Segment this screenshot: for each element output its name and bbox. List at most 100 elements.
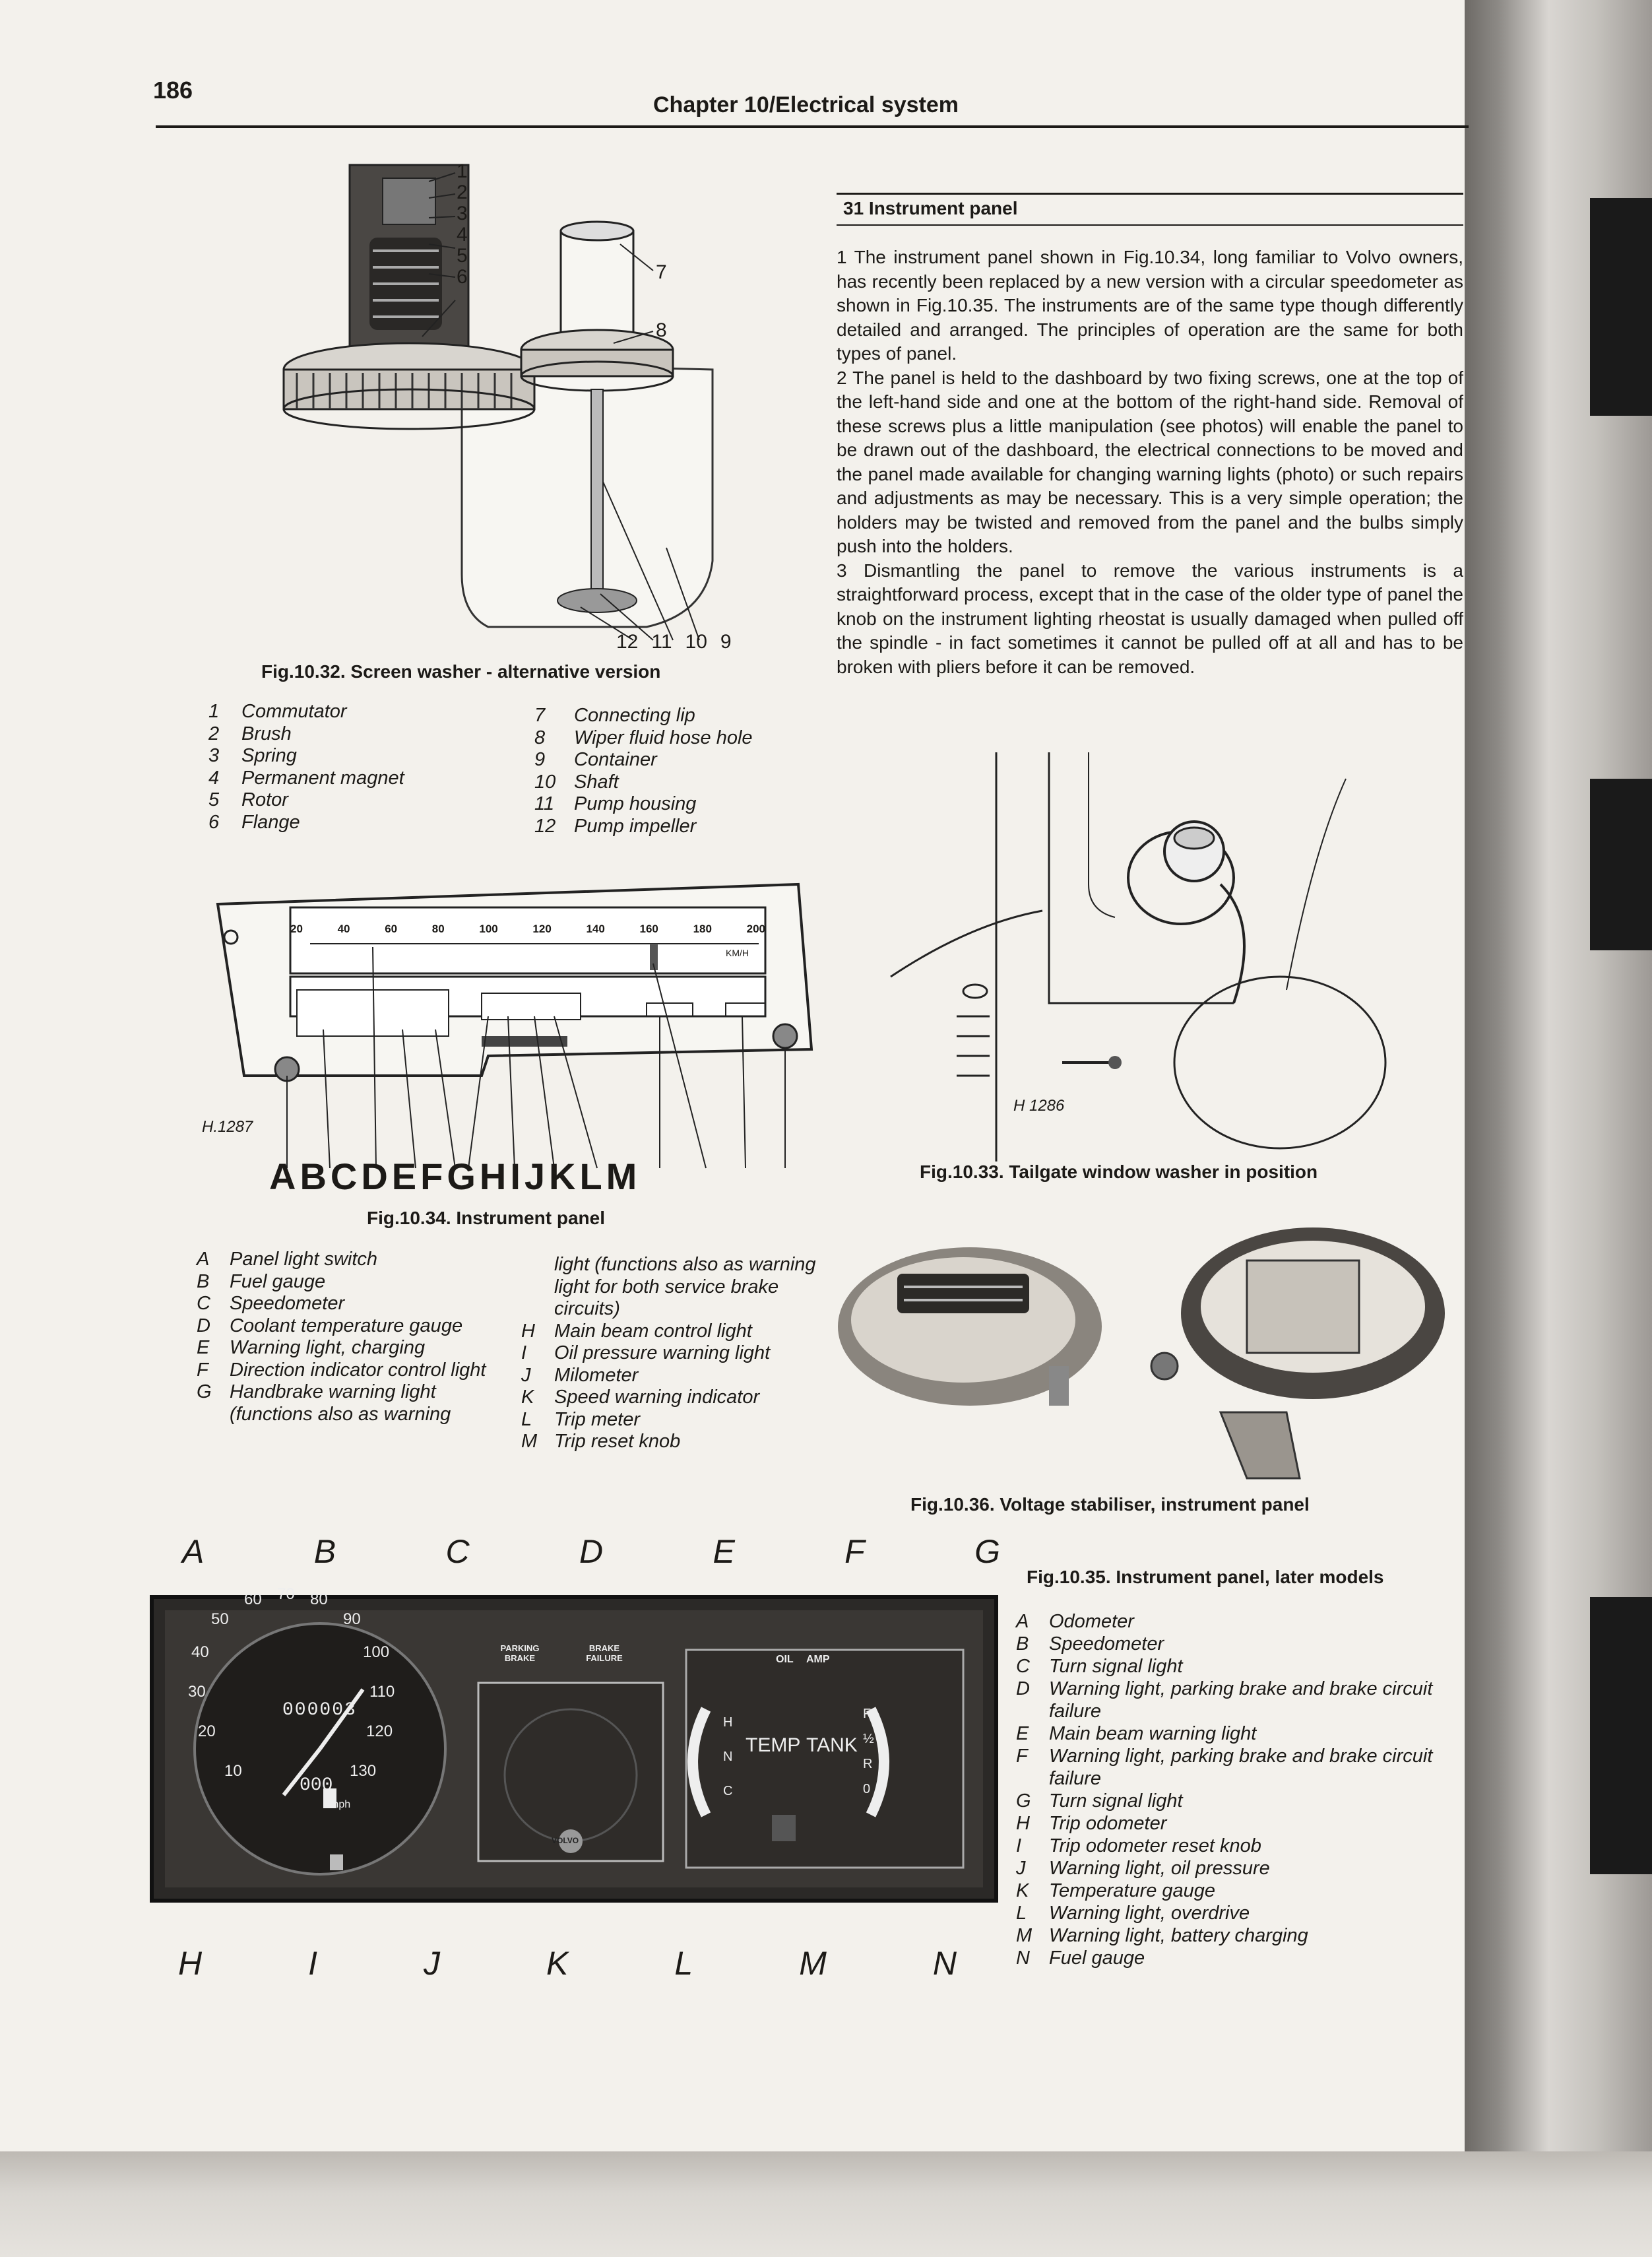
callout-d: D bbox=[579, 1533, 604, 1570]
fig-10-34-caption: Fig.10.34. Instrument panel bbox=[367, 1208, 605, 1228]
callout-e: E bbox=[713, 1533, 735, 1570]
header-rule bbox=[156, 125, 1469, 128]
paragraph-3: 3 Dismantling the panel to remove the va… bbox=[837, 560, 1463, 677]
voltage-stabiliser-photo bbox=[838, 1227, 1445, 1480]
callout-j: J bbox=[424, 1945, 441, 1982]
oil-label: OIL bbox=[776, 1654, 794, 1665]
callout-c: C bbox=[445, 1533, 470, 1570]
parking-brake-label: PARKING BRAKE bbox=[500, 1643, 540, 1663]
brand-badge: VOLVO bbox=[552, 1836, 579, 1845]
callout-b: B bbox=[313, 1533, 336, 1570]
callout-m: M bbox=[799, 1945, 827, 1982]
legend-row: light (functions also as warning light f… bbox=[554, 1254, 816, 1319]
page-number: 186 bbox=[153, 77, 193, 104]
tank-label: TANK bbox=[806, 1734, 858, 1756]
paragraph-1: 1 The instrument panel shown in Fig.10.3… bbox=[837, 247, 1463, 364]
temp-marks: H N C bbox=[723, 1715, 733, 1798]
callout-11: 11 bbox=[651, 631, 672, 653]
callout-2: 2 bbox=[457, 181, 468, 203]
fig-10-35-caption: Fig.10.35. Instrument panel, later model… bbox=[1027, 1567, 1384, 1587]
facing-page-edge bbox=[1590, 1597, 1652, 1874]
paragraph-2: 2 The panel is held to the dashboard by … bbox=[837, 367, 1463, 557]
fig-10-34-code: H.1287 bbox=[202, 1118, 253, 1136]
section-rule-top bbox=[837, 193, 1463, 195]
callout-l: L bbox=[674, 1945, 693, 1982]
callout-3: 3 bbox=[457, 203, 468, 224]
callout-9: 9 bbox=[720, 631, 732, 653]
fig-10-33-caption: Fig.10.33. Tailgate window washer in pos… bbox=[920, 1161, 1318, 1182]
fig-10-35-top-letters: A B C D E F G bbox=[182, 1532, 1000, 1571]
callout-4: 4 bbox=[457, 224, 468, 245]
page-bottom-edge bbox=[0, 2151, 1652, 2257]
callout-5: 5 bbox=[457, 245, 468, 267]
facing-page-edge bbox=[1590, 198, 1652, 416]
callout-6: 6 bbox=[457, 266, 468, 288]
fig-10-32-caption: Fig.10.32. Screen washer - alternative v… bbox=[261, 661, 661, 682]
facing-page-edge bbox=[1590, 779, 1652, 950]
temp-label: TEMP bbox=[746, 1734, 801, 1756]
amp-label: AMP bbox=[806, 1654, 830, 1665]
section-rule-bottom bbox=[837, 224, 1463, 226]
callout-a: A bbox=[182, 1533, 205, 1570]
callout-n: N bbox=[932, 1945, 957, 1982]
section-body: 1 The instrument panel shown in Fig.10.3… bbox=[837, 245, 1463, 679]
fuel-marks: F ½ R 0 bbox=[863, 1707, 874, 1796]
callout-10: 10 bbox=[685, 631, 707, 653]
brake-failure-label: BRAKE FAILURE bbox=[586, 1643, 623, 1663]
odometer-readout: 000003 bbox=[282, 1700, 357, 1720]
callout-8: 8 bbox=[656, 319, 667, 341]
callout-12: 12 bbox=[616, 631, 639, 653]
callout-labels-left: 1 2 3 4 5 6 bbox=[457, 161, 468, 288]
callout-h: H bbox=[178, 1945, 203, 1982]
callout-k: K bbox=[546, 1945, 569, 1982]
callout-i: I bbox=[308, 1945, 318, 1982]
speed-unit: KM/H bbox=[726, 948, 749, 958]
callout-f: F bbox=[844, 1533, 865, 1570]
screen-washer-illustration bbox=[282, 164, 714, 641]
fig-10-34-letters: ABCDEFGHIJKLM bbox=[269, 1156, 641, 1197]
old-instrument-panel-illustration bbox=[216, 882, 813, 1169]
fig-10-33-code: H 1286 bbox=[1013, 1097, 1065, 1115]
fig-10-34-legend-right: light (functions also as warning light f… bbox=[521, 1254, 831, 1453]
tailgate-washer-illustration bbox=[890, 752, 1387, 1161]
trip-readout: 000 bbox=[300, 1775, 333, 1796]
